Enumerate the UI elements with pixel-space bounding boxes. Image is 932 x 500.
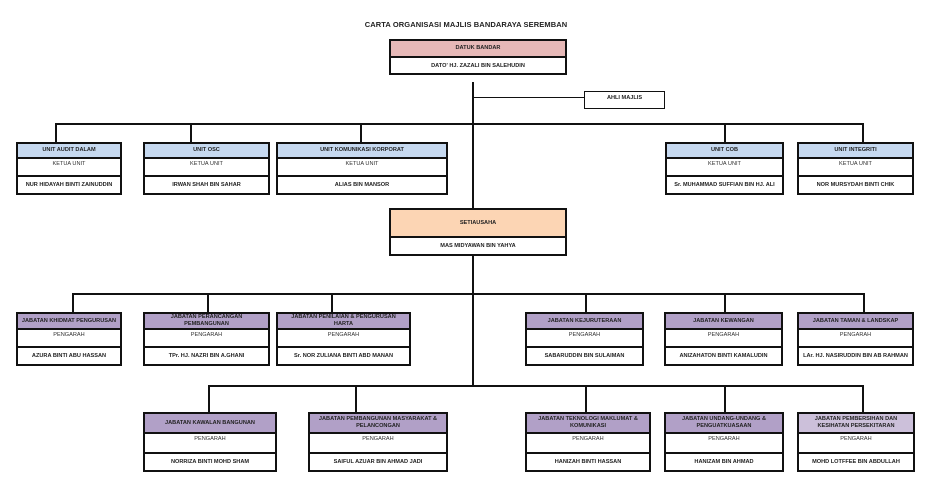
department-role: PENGARAH <box>278 330 409 348</box>
connector-row1-1 <box>207 293 209 313</box>
department-title: JABATAN KEJURUTERAAN <box>527 314 642 330</box>
department-role: PENGARAH <box>527 434 649 454</box>
department-box[interactable]: JABATAN KEWANGAN PENGARAH ANIZAHATON BIN… <box>664 312 783 366</box>
secretary-title: SETIAUSAHA <box>391 210 565 238</box>
unit-box[interactable]: UNIT COB KETUA UNIT Sr. MUHAMMAD SUFFIAN… <box>665 142 784 195</box>
department-box[interactable]: JABATAN UNDANG-UNDANG & PENGUATKUASAAN P… <box>664 412 784 472</box>
department-title: JABATAN PEMBANGUNAN MASYARAKAT & PELANCO… <box>310 414 446 434</box>
department-title: JABATAN TAMAN & LANDSKAP <box>799 314 912 330</box>
council-box[interactable]: AHLI MAJLIS <box>584 91 665 109</box>
department-role: PENGARAH <box>666 434 782 454</box>
chart-title: CARTA ORGANISASI MAJLIS BANDARAYA SEREMB… <box>364 20 568 29</box>
connector-unit-1 <box>190 123 192 142</box>
connector-unit-3 <box>724 123 726 142</box>
department-name: Sr. NOR ZULIANA BINTI ABD MANAN <box>293 353 394 359</box>
connector-row2-1 <box>355 385 357 412</box>
unit-box[interactable]: UNIT OSC KETUA UNIT IRWAN SHAH BIN SAHAR <box>143 142 270 195</box>
department-box[interactable]: JABATAN TEKNOLOGI MAKLUMAT & KOMUNIKASI … <box>525 412 651 472</box>
department-box[interactable]: JABATAN PEMBERSIHAN DAN KESIHATAN PERSEK… <box>797 412 915 472</box>
department-name: NORRIZA BINTI MOHD SHAM <box>170 459 250 465</box>
department-title: JABATAN TEKNOLOGI MAKLUMAT & KOMUNIKASI <box>527 414 649 434</box>
department-name: ANIZAHATON BINTI KAMALUDIN <box>679 353 768 359</box>
department-title: JABATAN PENILAIAN & PENGURUSAN HARTA <box>278 314 409 330</box>
unit-role: KETUA UNIT <box>799 159 912 177</box>
secretary-name: MAS MIDYAWAN BIN YAHYA <box>440 243 516 249</box>
connector-unit-4 <box>862 123 864 142</box>
department-name: HANIZAH BINTI HASSAN <box>554 459 622 465</box>
unit-title: UNIT INTEGRITI <box>799 144 912 159</box>
unit-name: NOR MURSYDAH BINTI CHIK <box>816 182 895 188</box>
department-box[interactable]: JABATAN PEMBANGUNAN MASYARAKAT & PELANCO… <box>308 412 448 472</box>
secretary-box[interactable]: SETIAUSAHA MAS MIDYAWAN BIN YAHYA <box>389 208 567 256</box>
department-role: PENGARAH <box>310 434 446 454</box>
connector-unit-0 <box>55 123 57 142</box>
department-name: SAIFUL AZUAR BIN AHMAD JADI <box>333 459 423 465</box>
connector-row1-2 <box>331 293 333 313</box>
department-name: MOHD LOTFFEE BIN ABDULLAH <box>812 459 900 465</box>
department-name: LAr. HJ. NASIRUDDIN BIN AB RAHMAN <box>803 353 908 359</box>
department-name: SABARUDDIN BIN SULAIMAN <box>544 353 625 359</box>
unit-title: UNIT OSC <box>145 144 268 159</box>
unit-box[interactable]: UNIT AUDIT DALAM KETUA UNIT NUR HIDAYAH … <box>16 142 122 195</box>
connector-row1-bar <box>72 293 864 295</box>
department-box[interactable]: JABATAN KAWALAN BANGUNAN PENGARAH NORRIZ… <box>143 412 277 472</box>
department-box[interactable]: JABATAN PERANCANGAN PEMBANGUNAN PENGARAH… <box>143 312 270 366</box>
department-box[interactable]: JABATAN KEJURUTERAAN PENGARAH SABARUDDIN… <box>525 312 644 366</box>
unit-title: UNIT COB <box>667 144 782 159</box>
connector-row2-3 <box>724 385 726 412</box>
connector-row2-2 <box>585 385 587 412</box>
head-title: DATUK BANDAR <box>391 41 565 58</box>
department-title: JABATAN PERANCANGAN PEMBANGUNAN <box>145 314 268 330</box>
connector-row1-4 <box>724 293 726 313</box>
department-title: JABATAN PEMBERSIHAN DAN KESIHATAN PERSEK… <box>799 414 913 434</box>
unit-role: KETUA UNIT <box>667 159 782 177</box>
connector-unit-2 <box>360 123 362 142</box>
unit-title: UNIT KOMUNIKASI KORPORAT <box>278 144 446 159</box>
connector-row1-5 <box>863 293 865 313</box>
unit-role: KETUA UNIT <box>278 159 446 177</box>
unit-title: UNIT AUDIT DALAM <box>18 144 120 159</box>
department-role: PENGARAH <box>527 330 642 348</box>
department-title: JABATAN KEWANGAN <box>666 314 781 330</box>
department-role: PENGARAH <box>799 330 912 348</box>
department-role: PENGARAH <box>18 330 120 348</box>
connector-row1-0 <box>72 293 74 313</box>
connector-units-bar <box>55 123 863 125</box>
department-name: TPr. HJ. NAZRI BIN A.GHANI <box>168 353 245 359</box>
unit-name: IRWAN SHAH BIN SAHAR <box>172 182 241 188</box>
unit-name: NUR HIDAYAH BINTI ZAINUDDIN <box>25 182 113 188</box>
head-box[interactable]: DATUK BANDAR DATO' HJ. ZAZALI BIN SALEHU… <box>389 39 567 75</box>
department-role: PENGARAH <box>145 434 275 454</box>
department-role: PENGARAH <box>799 434 913 454</box>
connector-row2-bar <box>208 385 863 387</box>
unit-box[interactable]: UNIT INTEGRITI KETUA UNIT NOR MURSYDAH B… <box>797 142 914 195</box>
head-name: DATO' HJ. ZAZALI BIN SALEHUDIN <box>431 62 525 69</box>
department-role: PENGARAH <box>145 330 268 348</box>
connector-row2-4 <box>862 385 864 412</box>
unit-role: KETUA UNIT <box>18 159 120 177</box>
unit-role: KETUA UNIT <box>145 159 268 177</box>
unit-name: ALIAS BIN MANSOR <box>334 182 390 188</box>
connector-council <box>473 97 584 98</box>
department-role: PENGARAH <box>666 330 781 348</box>
department-box[interactable]: JABATAN TAMAN & LANDSKAP PENGARAH LAr. H… <box>797 312 914 366</box>
department-box[interactable]: JABATAN PENILAIAN & PENGURUSAN HARTA PEN… <box>276 312 411 366</box>
department-name: AZURA BINTI ABU HASSAN <box>31 353 107 359</box>
department-title: JABATAN KAWALAN BANGUNAN <box>145 414 275 434</box>
unit-name: Sr. MUHAMMAD SUFFIAN BIN HJ. ALI <box>674 182 775 188</box>
unit-box[interactable]: UNIT KOMUNIKASI KORPORAT KETUA UNIT ALIA… <box>276 142 448 195</box>
connector-row2-0 <box>208 385 210 412</box>
department-title: JABATAN KHIDMAT PENGURUSAN <box>18 314 120 330</box>
department-box[interactable]: JABATAN KHIDMAT PENGURUSAN PENGARAH AZUR… <box>16 312 122 366</box>
connector-row1-3 <box>585 293 587 313</box>
department-title: JABATAN UNDANG-UNDANG & PENGUATKUASAAN <box>666 414 782 434</box>
department-name: HANIZAM BIN AHMAD <box>694 459 754 465</box>
